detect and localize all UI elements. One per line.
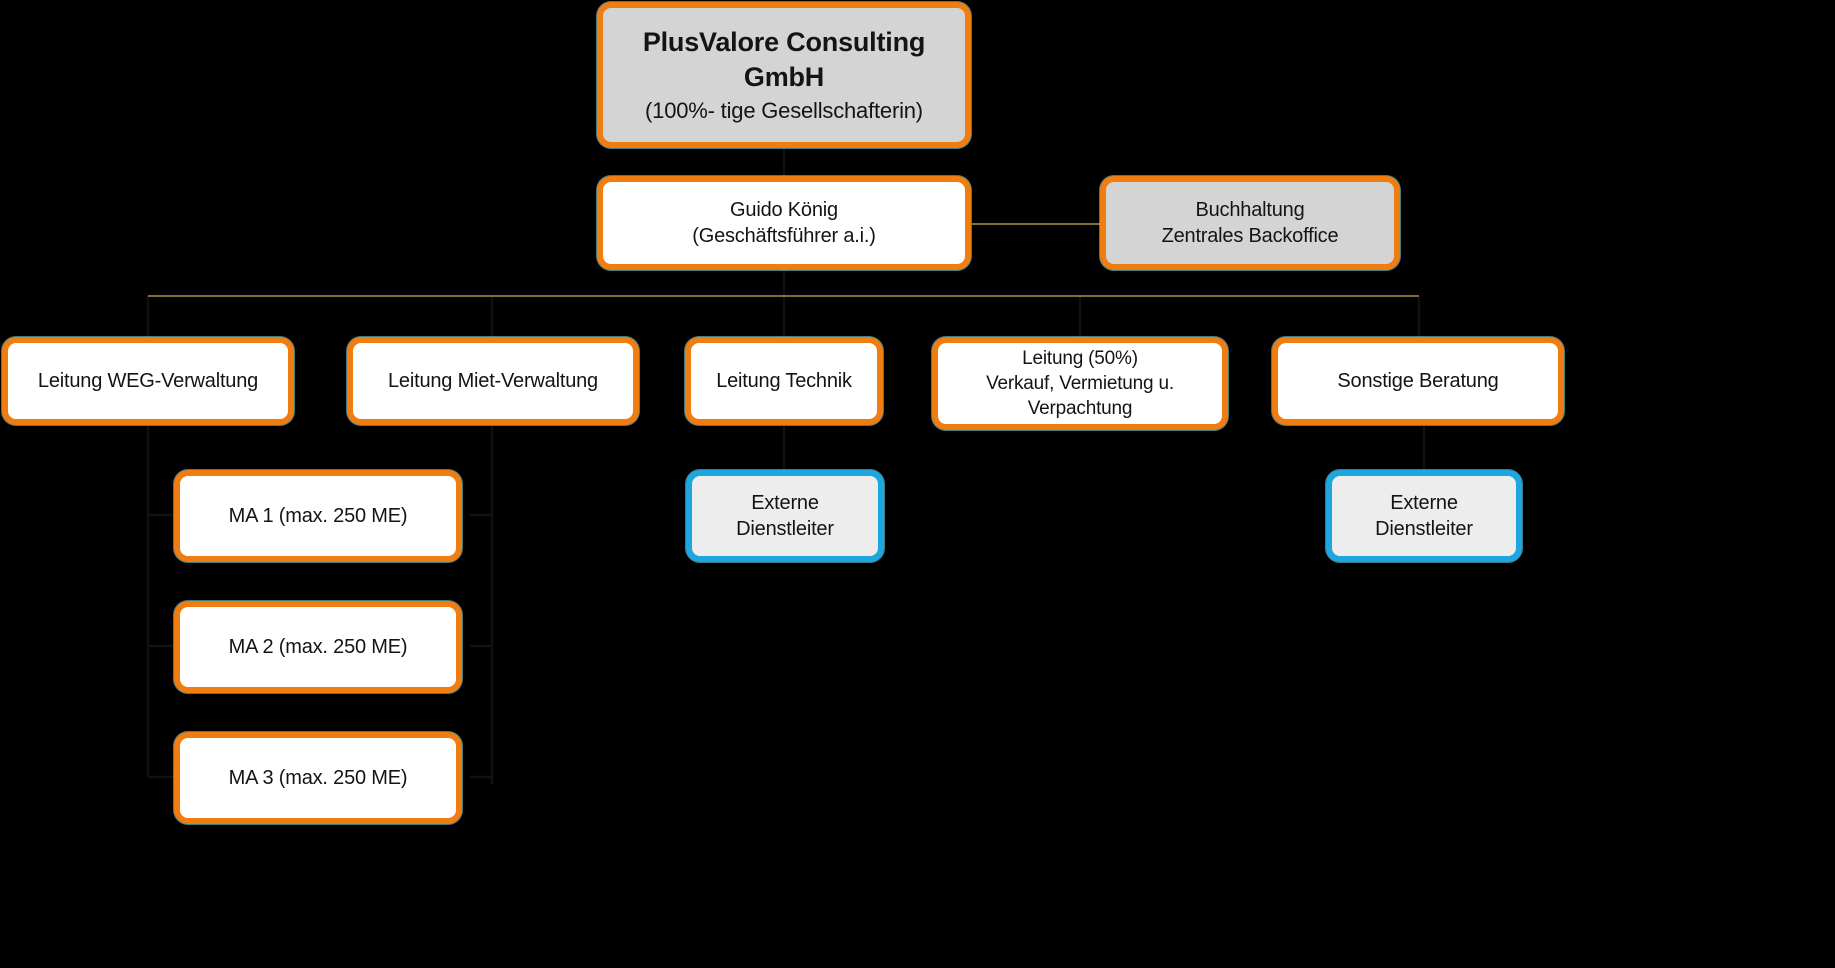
node-accounting-line1: Buchhaltung [1195,198,1305,221]
node-ceo[interactable]: Guido König (Geschäftsführer a.i.) [597,176,971,270]
node-root-line1: PlusValore Consulting GmbH [642,26,926,93]
node-dept-weg-label: Leitung WEG-Verwaltung [37,369,259,392]
node-extern-beratung[interactable]: Externe Dienstleiter [1326,470,1522,562]
node-dept-technik-label: Leitung Technik [716,369,852,392]
node-dept-verkauf[interactable]: Leitung (50%) Verkauf, Vermietung u. Ver… [932,337,1228,430]
node-dept-verkauf-line1: Leitung (50%) [1022,347,1138,369]
node-extern-technik-line1: Externe [751,491,819,514]
node-dept-weg[interactable]: Leitung WEG-Verwaltung [2,337,294,425]
node-dept-miet[interactable]: Leitung Miet-Verwaltung [347,337,639,425]
node-dept-technik[interactable]: Leitung Technik [685,337,883,425]
node-ma2-label: MA 2 (max. 250 ME) [228,635,408,658]
node-root-line2: (100%- tige Gesellschafterin) [645,98,923,124]
node-ceo-line1: Guido König [730,198,838,221]
node-ma3[interactable]: MA 3 (max. 250 ME) [174,732,462,824]
node-accounting-line2: Zentrales Backoffice [1161,225,1339,247]
node-extern-beratung-line1: Externe [1390,491,1458,514]
node-dept-verkauf-line2: Verkauf, Vermietung u. Verpachtung [986,372,1174,420]
node-extern-beratung-line2: Dienstleiter [1375,518,1473,540]
node-ma3-label: MA 3 (max. 250 ME) [228,766,408,789]
node-ma1[interactable]: MA 1 (max. 250 ME) [174,470,462,562]
node-dept-miet-label: Leitung Miet-Verwaltung [388,369,598,392]
node-accounting[interactable]: Buchhaltung Zentrales Backoffice [1100,176,1400,270]
node-ma1-label: MA 1 (max. 250 ME) [228,504,408,527]
node-extern-technik[interactable]: Externe Dienstleiter [686,470,884,562]
node-dept-beratung[interactable]: Sonstige Beratung [1272,337,1564,425]
node-ceo-line2: (Geschäftsführer a.i.) [692,225,876,247]
node-root[interactable]: PlusValore Consulting GmbH (100%- tige G… [597,2,971,148]
node-dept-beratung-label: Sonstige Beratung [1337,369,1499,392]
node-extern-technik-line2: Dienstleiter [736,518,834,540]
node-ma2[interactable]: MA 2 (max. 250 ME) [174,601,462,693]
